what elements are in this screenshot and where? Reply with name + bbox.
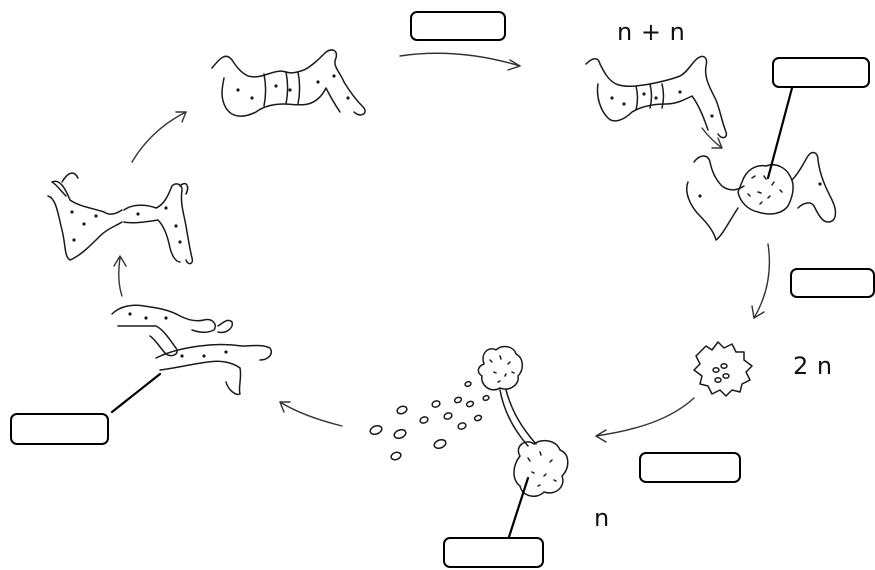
hyphae-meeting-illustration	[47, 172, 194, 265]
spores-illustration	[369, 380, 490, 461]
zygosporangium-forming-illustration	[686, 151, 837, 241]
cycle-arrows	[113, 52, 771, 443]
hyphae-illustration	[111, 304, 272, 396]
leader-lines	[110, 86, 794, 542]
zygospore-illustration	[693, 341, 753, 397]
label-box-zygosporangium[interactable]	[772, 57, 870, 88]
label-box-meiosis[interactable]	[639, 452, 741, 483]
label-box-hypha[interactable]	[10, 413, 109, 445]
ploidy-label-diploid: 2 n	[793, 352, 833, 380]
label-box-right[interactable]	[790, 268, 875, 298]
ploidy-label-haploid: n	[594, 504, 610, 532]
sporangium-illustration	[477, 345, 569, 497]
ploidy-label-dikaryon: n + n	[617, 18, 686, 46]
progametangia-illustration	[211, 49, 366, 117]
gametangia-fusion-illustration	[585, 55, 728, 139]
label-box-sporangium[interactable]	[443, 537, 544, 568]
label-box-top[interactable]	[410, 11, 506, 41]
